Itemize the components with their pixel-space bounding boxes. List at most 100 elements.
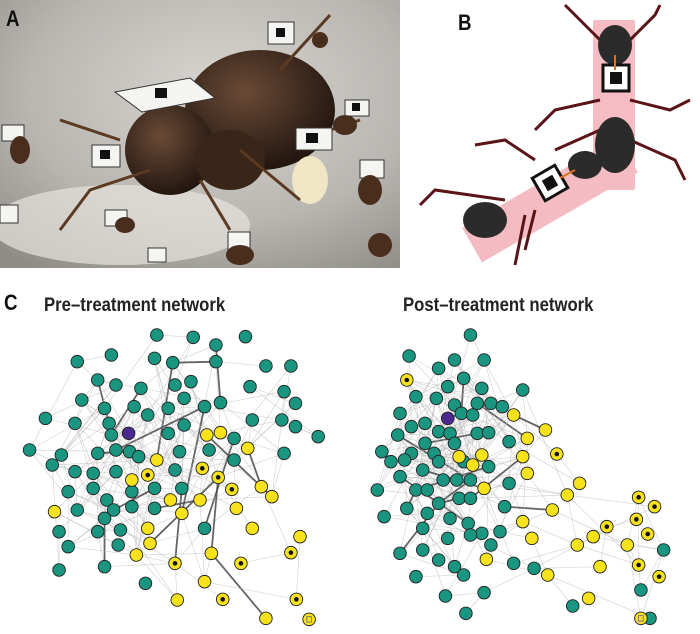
panel-label-c: C [4, 290, 18, 315]
untreated-ant-node [147, 351, 162, 366]
untreated-ant-node [431, 361, 446, 376]
untreated-ant-node [484, 538, 498, 552]
network-edge [640, 549, 664, 591]
node-marker-box [306, 616, 312, 623]
network-edge [154, 434, 208, 489]
untreated-ant-node [90, 373, 105, 387]
untreated-ant-node [177, 391, 191, 406]
untreated-ant-node [165, 355, 180, 370]
untreated-ant-node [52, 524, 66, 539]
untreated-ant-node [259, 359, 273, 373]
network-edge [522, 389, 528, 439]
untreated-ant-node [484, 396, 498, 411]
untreated-ant-node [415, 521, 430, 536]
untreated-ant-node [431, 454, 446, 469]
untreated-ant-node [527, 561, 541, 576]
untreated-ant-node [463, 491, 478, 506]
network-edge [215, 344, 222, 403]
untreated-ant-node [131, 449, 146, 464]
untreated-ant-node [138, 576, 153, 591]
node-marker-dot [288, 550, 294, 555]
untreated-ant-node [443, 511, 457, 526]
network-edge [210, 552, 267, 619]
untreated-ant-node [177, 418, 191, 432]
network-edge [552, 509, 628, 546]
network-edge [445, 533, 483, 597]
treated-ant-node [586, 529, 600, 544]
untreated-ant-node [38, 411, 53, 426]
network-edge [384, 512, 428, 518]
treated-ant-node-boxed [634, 611, 648, 626]
network-edge [390, 426, 412, 462]
untreated-ant-node [447, 353, 462, 367]
network-edge [97, 453, 149, 529]
untreated-ant-node [61, 484, 75, 499]
network-edge [481, 414, 514, 456]
treated-ant-node [213, 425, 228, 440]
untreated-ant-node [463, 528, 478, 542]
untreated-ant-node [97, 559, 112, 574]
node-marker-dot [554, 451, 560, 457]
network-edge [61, 406, 135, 456]
network-edge [508, 483, 533, 539]
network-edge [167, 408, 176, 471]
network-edge [233, 437, 285, 454]
untreated-ant-node [418, 436, 432, 451]
untreated-ant-node [109, 378, 123, 392]
network-edge [147, 414, 207, 436]
network-edge [547, 574, 651, 619]
untreated-ant-node [470, 396, 485, 411]
network-edge [406, 379, 448, 388]
network-edge [247, 403, 296, 449]
untreated-ant-node [172, 444, 187, 459]
node-marker-dot [634, 517, 639, 522]
untreated-ant-node [134, 381, 148, 396]
untreated-ant-node [409, 569, 423, 584]
network-edge [218, 453, 285, 478]
untreated-ant-node [147, 501, 162, 516]
treated-ant-node [620, 538, 635, 552]
network-edge [154, 424, 185, 489]
network-edge [181, 489, 232, 514]
network-nodes [22, 328, 325, 627]
untreated-ant-node [125, 484, 139, 499]
untreated-ant-node [245, 413, 260, 427]
network-edge [271, 419, 283, 497]
treated-ant-node [515, 449, 530, 464]
network-edge [181, 438, 235, 489]
untreated-ant-node [61, 539, 75, 554]
node-marker-dot [215, 475, 221, 480]
network-edge [438, 431, 460, 499]
untreated-ant-node [463, 328, 478, 342]
untreated-ant-node [400, 501, 414, 516]
untreated-ant-node [227, 431, 241, 446]
treated-ant-node [143, 536, 157, 551]
network-edge [128, 433, 176, 471]
network-edge [513, 414, 524, 457]
untreated-ant-node [431, 496, 446, 511]
network-edge [406, 456, 460, 509]
network-edge [204, 406, 282, 421]
network-edge [172, 362, 221, 433]
untreated-ant-node [375, 444, 389, 459]
network-edge [526, 473, 553, 511]
network-edge [422, 479, 458, 551]
untreated-ant-node [440, 531, 455, 546]
network-edge [81, 399, 158, 461]
network-edge [376, 413, 401, 491]
untreated-ant-node [311, 429, 325, 444]
network-edge [128, 433, 201, 501]
treated-ant-node [150, 453, 164, 467]
treated-ant-node [525, 531, 539, 546]
untreated-ant-node [481, 425, 496, 440]
network-edge [481, 454, 528, 474]
untreated-ant-node [86, 466, 100, 481]
node-marker-dot [636, 562, 641, 568]
network-edge [567, 494, 655, 508]
untreated-ant-node [70, 354, 85, 369]
untreated-ant-node [97, 401, 112, 416]
network-edge [199, 432, 221, 501]
untreated-ant-node [431, 553, 446, 567]
treated-ant-node [163, 493, 178, 507]
node-marker-dot [199, 466, 205, 471]
